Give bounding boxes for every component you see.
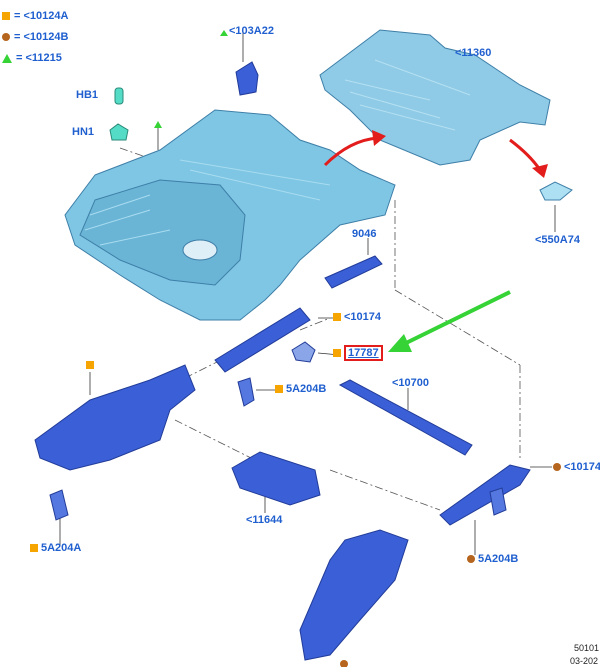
bracket-17787	[291, 341, 316, 363]
label-hb1[interactable]: HB1	[76, 89, 99, 101]
label-5a204b-right[interactable]: 5A204B	[467, 553, 518, 565]
orange-square-icon	[275, 385, 283, 394]
rear-floor-pan	[64, 109, 396, 321]
label-103a22[interactable]: <103A22	[229, 25, 274, 37]
frame-rail-left	[34, 364, 196, 471]
orange-square-icon	[30, 544, 38, 553]
diagram-code: 50101	[574, 643, 600, 653]
label-11644[interactable]: <11644	[246, 514, 283, 526]
leader-line	[394, 289, 521, 366]
green-triangle-marker	[154, 121, 162, 128]
orange-square-icon	[2, 12, 10, 20]
brown-circle-icon	[553, 463, 561, 472]
brown-circle-icon	[2, 33, 10, 41]
orange-square-icon	[333, 313, 341, 322]
bracket-5a204a	[49, 489, 69, 521]
label-550a74[interactable]: <550A74	[535, 234, 580, 246]
leader-line	[174, 419, 256, 461]
bracket-5a204b-right	[489, 487, 507, 516]
crossmember-11644	[231, 451, 321, 506]
floor-panel-11360	[319, 29, 551, 166]
label-5a204a[interactable]: 5A204A	[30, 542, 81, 554]
legend-item-10124b: = <10124B	[2, 31, 68, 43]
bracket-550a74	[539, 181, 573, 201]
leader-line	[119, 147, 241, 191]
green-triangle-marker	[220, 30, 228, 36]
diagram-date: 03-202	[570, 656, 599, 666]
rail-10174-right	[439, 464, 531, 526]
part-hn1	[109, 123, 129, 141]
label-10174-right[interactable]: <10174	[553, 461, 600, 473]
part-hb1	[114, 87, 124, 105]
label-5a204b-left[interactable]: 5A204B	[275, 383, 326, 395]
highlighted-part-number: 17787	[344, 345, 383, 361]
legend-item-10124a: = <10124A	[2, 10, 68, 22]
orange-square-icon	[333, 349, 341, 358]
brown-circle-icon	[467, 555, 475, 564]
crossmember-9046	[324, 255, 383, 289]
crossmember-10700	[338, 379, 473, 456]
bracket-5a204b-left	[237, 377, 255, 407]
green-arrow-shaft	[401, 290, 511, 347]
frame-rail-bottom	[299, 529, 409, 661]
label-9046[interactable]: 9046	[352, 228, 377, 240]
label-hn1[interactable]: HN1	[72, 126, 95, 138]
leader-line	[299, 317, 331, 331]
red-arrow-lower	[509, 138, 542, 171]
label-10174-upper[interactable]: <10174	[333, 311, 381, 323]
label-17787[interactable]: 17787	[333, 345, 383, 361]
leader-line	[329, 469, 441, 511]
red-arrow-upper-head	[372, 130, 386, 146]
bracket-103a22	[235, 61, 259, 96]
orange-square-marker	[86, 361, 94, 369]
rail-10174-upper	[214, 307, 311, 373]
red-arrow-lower-head	[532, 164, 548, 178]
label-10700[interactable]: <10700	[392, 377, 430, 389]
brown-circle-marker	[340, 660, 348, 667]
green-triangle-icon	[2, 53, 12, 63]
legend-item-11215: = <11215	[2, 52, 62, 64]
label-11360[interactable]: <11360	[455, 47, 492, 59]
green-arrow-head	[388, 334, 412, 352]
